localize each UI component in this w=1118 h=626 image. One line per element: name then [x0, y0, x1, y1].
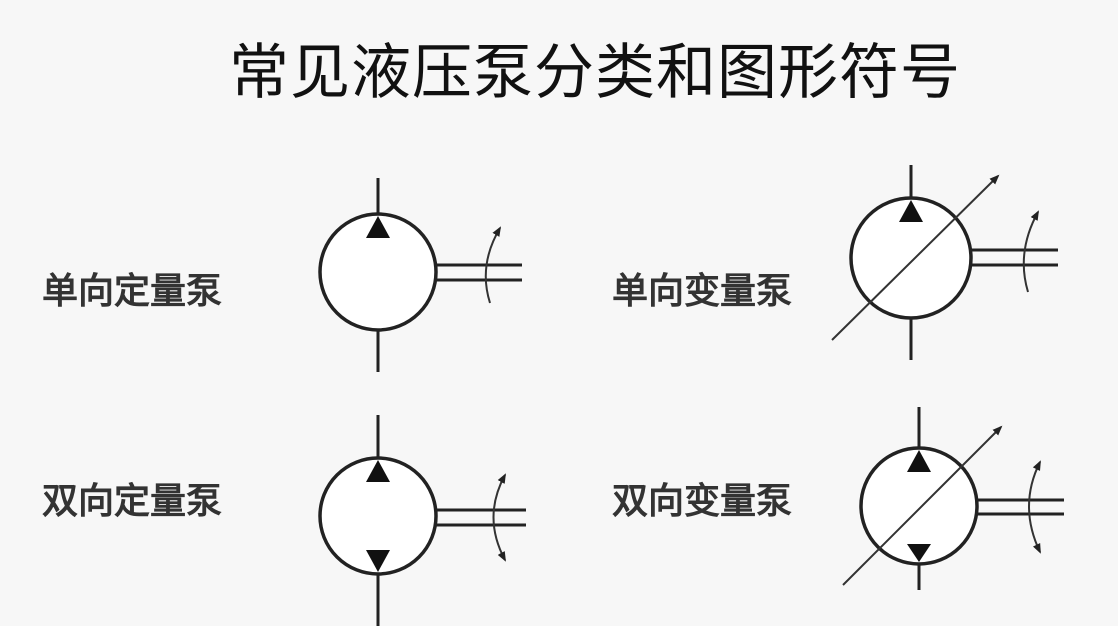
symbol-single-fixed-pump [318, 178, 522, 372]
flow-arrow-up-icon [366, 460, 390, 482]
label-single-variable-pump: 单向变量泵 [612, 271, 793, 312]
variable-arrow-icon [831, 174, 1000, 341]
symbol-single-variable-pump [831, 165, 1058, 360]
symbol-double-fixed-pump [318, 415, 526, 626]
variable-arrow-icon [842, 425, 1003, 586]
rotation-arrow-icon [492, 473, 506, 562]
rotation-arrow-icon [1022, 210, 1039, 293]
flow-arrow-up-icon [366, 216, 390, 238]
flow-arrow-up-icon [899, 200, 923, 222]
rotation-arrow-icon [1028, 460, 1041, 554]
page-title: 常见液压泵分类和图形符号 [229, 38, 961, 108]
flow-arrow-down-icon [366, 550, 390, 572]
flow-arrow-up-icon [907, 450, 931, 472]
label-double-variable-pump: 双向变量泵 [612, 481, 793, 522]
symbol-double-variable-pump [842, 407, 1064, 590]
label-double-fixed-pump: 双向定量泵 [42, 481, 223, 522]
rotation-arrow-icon [484, 226, 502, 304]
flow-arrow-down-icon [907, 544, 931, 562]
label-single-fixed-pump: 单向定量泵 [42, 271, 223, 312]
